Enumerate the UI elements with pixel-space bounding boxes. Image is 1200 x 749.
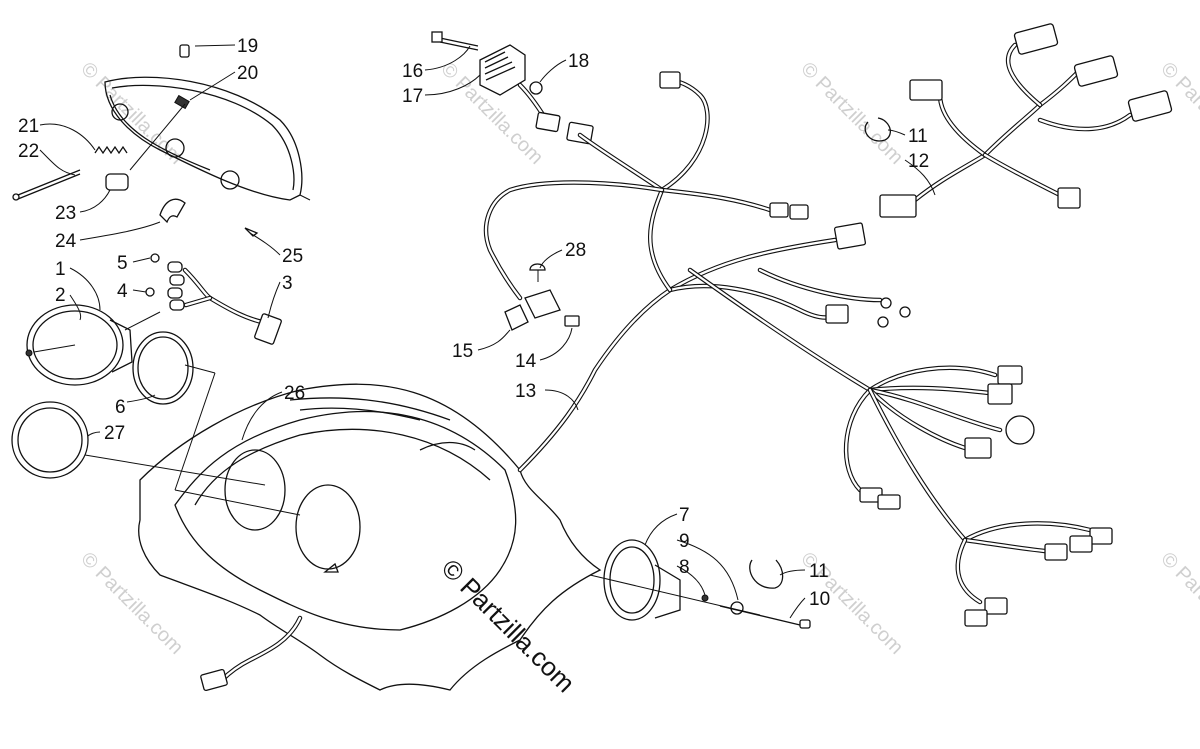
- watermark-faint-7: © Partzilla.com: [1156, 548, 1200, 659]
- callout-labels: 19 20 21 22 23 24 25 5 4 3 1 2 6 27 26 1…: [18, 36, 929, 610]
- callout-23: 23: [55, 203, 76, 224]
- watermark-main: © Partzilla.com: [436, 553, 581, 698]
- callout-8: 8: [679, 557, 690, 578]
- watermark-faint-5: © Partzilla.com: [76, 548, 187, 659]
- fuse-and-relay: [504, 263, 580, 331]
- callout-13: 13: [515, 381, 536, 402]
- callout-9: 9: [679, 531, 690, 552]
- sub-harness-12: [864, 23, 1173, 218]
- callout-22: 22: [18, 141, 39, 162]
- callout-11-top: 11: [908, 126, 928, 147]
- callout-27: 27: [104, 423, 125, 444]
- callout-16: 16: [402, 61, 423, 82]
- faint-watermarks: © Partzilla.com © Partzilla.com © Partzi…: [76, 58, 1200, 659]
- callout-1: 1: [55, 259, 66, 280]
- main-wiring-harness: [483, 71, 1113, 627]
- callout-19: 19: [237, 36, 258, 57]
- callout-18: 18: [568, 51, 589, 72]
- callout-3: 3: [282, 273, 293, 294]
- callout-12: 12: [908, 151, 929, 172]
- callout-21: 21: [18, 116, 39, 137]
- callout-2: 2: [55, 285, 66, 306]
- callout-14: 14: [515, 351, 537, 372]
- callout-26: 26: [284, 383, 305, 404]
- callout-17: 17: [402, 86, 423, 107]
- gauge-assembly: [11, 253, 301, 516]
- console-hood: [138, 383, 602, 692]
- callout-25: 25: [282, 246, 303, 267]
- callout-6: 6: [115, 397, 126, 418]
- callout-10: 10: [809, 589, 830, 610]
- callout-5: 5: [117, 253, 128, 274]
- callout-7: 7: [679, 505, 690, 526]
- callout-11-bottom: 11: [809, 561, 829, 582]
- speedometer-drive: [589, 539, 811, 629]
- callout-15: 15: [452, 341, 473, 362]
- leader-lines: [39, 44, 936, 619]
- callout-4: 4: [117, 281, 128, 302]
- watermark-faint-3: © Partzilla.com: [796, 58, 907, 169]
- headlight-assembly: [12, 44, 311, 237]
- callout-24: 24: [55, 231, 77, 252]
- callout-20: 20: [237, 63, 258, 84]
- callout-28: 28: [565, 240, 586, 261]
